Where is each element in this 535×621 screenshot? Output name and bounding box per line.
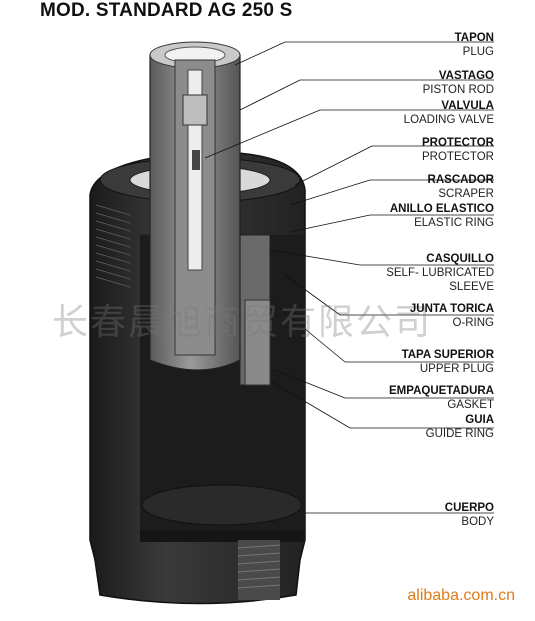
label-body-en: BODY <box>461 516 494 528</box>
label-scraper-es: RASCADOR <box>427 174 494 186</box>
label-gasket: EMPAQUETADURA GASKET <box>389 384 494 412</box>
label-elastic-ring: ANILLO ELASTICO ELASTIC RING <box>390 202 494 230</box>
label-loading-valve-es: VALVULA <box>441 100 494 112</box>
label-o-ring-en: O-RING <box>452 317 494 329</box>
label-upper-plug: TAPA SUPERIOR UPPER PLUG <box>402 348 494 376</box>
label-scraper-en: SCRAPER <box>438 188 494 200</box>
label-plug-en: PLUG <box>462 46 494 58</box>
label-scraper: RASCADOR SCRAPER <box>428 173 494 201</box>
label-body-es: CUERPO <box>444 502 494 514</box>
label-piston-rod-en: PISTON ROD <box>422 84 494 96</box>
label-body: CUERPO BODY <box>445 501 494 529</box>
piston-rod-part <box>149 41 241 371</box>
label-gasket-en: GASKET <box>447 399 494 411</box>
label-piston-rod-es: VASTAGO <box>438 70 494 82</box>
watermark: 长春晨旭商贸有限公司 <box>52 302 433 343</box>
label-guide-ring-es: GUIA <box>465 414 494 426</box>
label-protector-es: PROTECTOR <box>422 137 494 149</box>
label-plug-es: TAPON <box>454 32 494 44</box>
label-sleeve-es: CASQUILLO <box>426 253 494 265</box>
label-sleeve-en: SELF- LUBRICATED <box>386 267 494 279</box>
label-elastic-ring-es: ANILLO ELASTICO <box>389 203 494 215</box>
label-piston-rod: VASTAGO PISTON ROD <box>423 69 494 97</box>
label-guide-ring-en: GUIDE RING <box>425 428 494 440</box>
label-upper-plug-en: UPPER PLUG <box>419 363 494 375</box>
label-o-ring: JUNTA TORICA O-RING <box>410 302 494 330</box>
label-loading-valve: VALVULA LOADING VALVE <box>404 99 494 127</box>
leader-lines <box>204 41 494 514</box>
diagram-title: MOD. STANDARD AG 250 S <box>40 0 293 21</box>
label-elastic-ring-en: ELASTIC RING <box>414 217 494 229</box>
label-protector: PROTECTOR PROTECTOR <box>422 136 494 164</box>
label-guide-ring: GUIA GUIDE RING <box>426 413 494 441</box>
label-plug: TAPON PLUG <box>455 31 494 59</box>
label-gasket-es: EMPAQUETADURA <box>389 385 494 397</box>
label-protector-en: PROTECTOR <box>422 151 494 163</box>
label-o-ring-es: JUNTA TORICA <box>409 303 494 315</box>
label-sleeve-en2: SLEEVE <box>449 281 494 293</box>
footer-site-text: alibaba.com.cn <box>407 587 515 604</box>
label-loading-valve-en: LOADING VALVE <box>403 114 494 126</box>
label-upper-plug-es: TAPA SUPERIOR <box>401 349 494 361</box>
label-sleeve: CASQUILLO SELF- LUBRICATED SLEEVE <box>386 252 494 294</box>
